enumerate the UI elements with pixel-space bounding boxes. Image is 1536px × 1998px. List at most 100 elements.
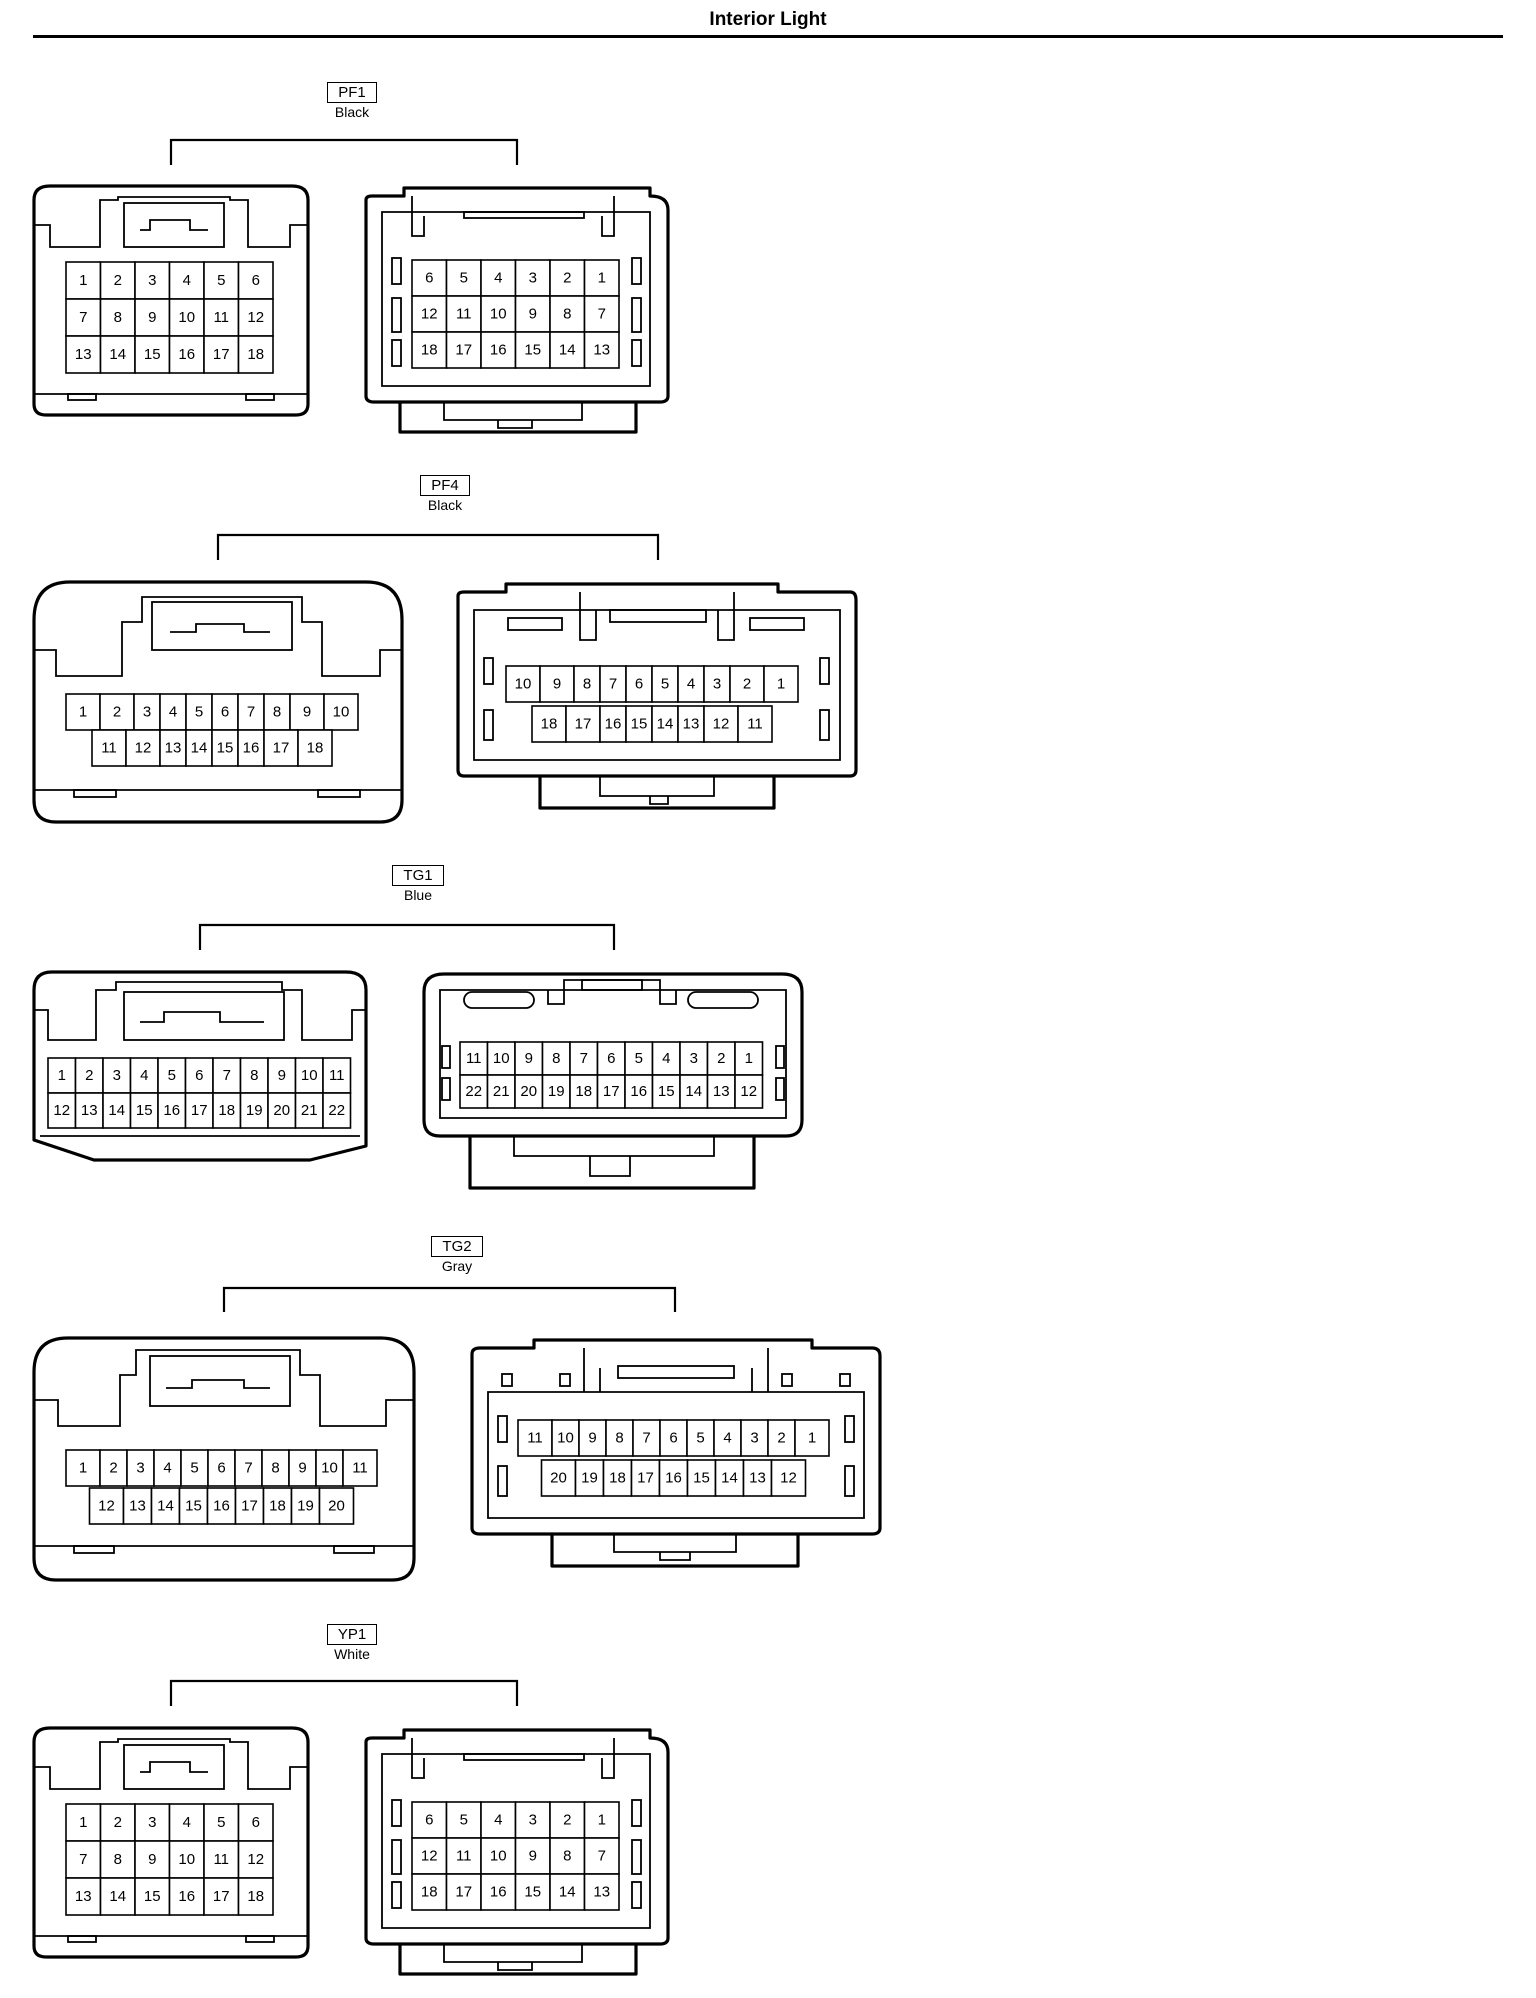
connector-housing [617,1365,735,1379]
pin-cell [237,729,265,767]
pin-number: 6 [669,1430,677,1447]
pin-number: 4 [183,1814,191,1831]
pin-number: 10 [490,1848,507,1865]
pin-number: 8 [563,306,571,323]
connector-housing [317,789,361,798]
connector-id: PF4 [420,475,470,496]
connector-housing [613,1534,737,1561]
pin-cell [134,298,171,337]
pin-number: 6 [221,704,229,721]
pin-cell [514,331,551,369]
connector-housing [391,1839,402,1875]
connector-housing [749,617,805,631]
pin-cell [565,705,601,743]
pin-number: 22 [465,1083,482,1100]
connector-housing [483,709,494,741]
pin-number: 10 [515,676,532,693]
pin-number: 18 [575,1083,592,1100]
pin-number: 17 [191,1102,208,1119]
pin-number: 4 [494,1812,502,1829]
pin-number: 10 [557,1430,574,1447]
pin-number: 7 [580,1050,588,1067]
pin-cell [168,298,205,337]
pin-cell [794,1419,830,1457]
connector-housing [468,1136,756,1190]
pin-cell [263,729,299,767]
pin-cell [679,1074,709,1109]
pin-cell [290,1487,321,1525]
pin-number: 11 [213,1851,229,1868]
pin-cell [168,1803,205,1842]
pin-number: 8 [271,1460,279,1477]
pin-number: 12 [247,1851,264,1868]
pin-number: 14 [191,740,208,757]
pin-number: 3 [148,1814,156,1831]
pin-number: 5 [460,1812,468,1829]
pin-number: 8 [114,309,122,326]
pin-cell [125,729,161,767]
pin-number: 9 [588,1430,596,1447]
pin-number: 22 [328,1102,345,1119]
pin-cell [651,1041,681,1076]
pin-number: 7 [247,704,255,721]
connector-latch [140,1761,208,1773]
pin-number: 8 [563,1848,571,1865]
pin-number: 2 [743,676,751,693]
pin-cell [322,1092,352,1129]
pin-number: 7 [79,1851,87,1868]
pin-number: 11 [456,1848,472,1865]
pin-number: 2 [563,1812,571,1829]
connector-color: Blue [403,887,433,903]
connector-housing [333,1545,375,1554]
pin-cell [605,1419,634,1457]
pin-cell [134,1877,171,1916]
pin-number: 5 [635,1050,643,1067]
pin-cell [203,1877,240,1916]
connector-housing [439,989,787,1119]
connector-label-tg1: TG1 Blue [378,865,458,903]
pin-number: 9 [148,309,156,326]
pin-number: 14 [657,716,674,733]
pin-number: 1 [777,676,785,693]
pin-cell [763,665,799,703]
pin-number: 4 [687,676,695,693]
pin-number: 6 [607,1050,615,1067]
connector-housing [456,582,858,778]
pin-cell [322,1057,352,1094]
pin-number: 14 [685,1083,702,1100]
connector-housing [73,789,117,798]
pin-cell [445,259,482,297]
pin-number: 15 [658,1083,675,1100]
connector-housing [581,979,643,991]
pin-number: 15 [144,1888,161,1905]
pin-number: 1 [745,1050,753,1067]
pin-number: 15 [631,716,648,733]
pin-number: 11 [329,1067,345,1084]
pin-cell [737,705,773,743]
pin-cell [342,1449,378,1487]
connector-housing [411,1738,615,1779]
pin-cell [168,261,205,300]
pin-number: 15 [144,346,161,363]
pin-number: 18 [421,1884,438,1901]
pin-number: 20 [273,1102,290,1119]
pin-number: 5 [661,676,669,693]
connector-color: Gray [441,1258,473,1274]
pin-number: 6 [635,676,643,693]
pin-number: 6 [425,1812,433,1829]
pin-number: 1 [598,270,606,287]
connector-housing [538,776,776,810]
pin-number: 17 [455,1884,472,1901]
connector-housing [391,297,402,333]
pin-cell [541,1074,571,1109]
pin-cell [517,1419,553,1457]
pin-number: 14 [109,346,126,363]
pin-number: 9 [298,1460,306,1477]
pin-number: 12 [713,716,730,733]
pin-cell [207,1449,236,1487]
pin-cell [583,331,620,369]
